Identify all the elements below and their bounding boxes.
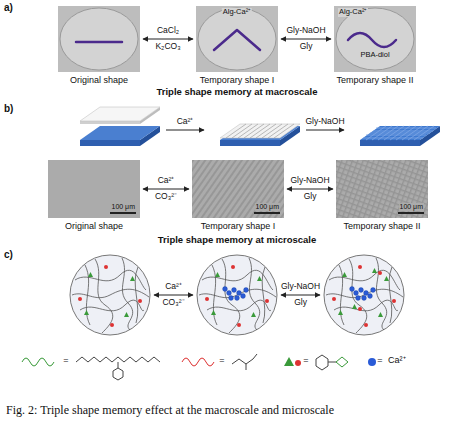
- process-arrow: [281, 39, 331, 40]
- process-arrow: [143, 189, 189, 190]
- structure-key: [22, 354, 348, 380]
- shape-caption: Original shape: [65, 221, 123, 231]
- equals-sign: =: [377, 355, 382, 365]
- surface-schematic: [80, 107, 160, 146]
- network-schematic: [197, 255, 277, 335]
- micrograph-panel: Temporary shape II100 μm: [336, 160, 428, 218]
- equals-sign: =: [219, 355, 224, 365]
- petri-dish-photo: [58, 6, 140, 72]
- equals-sign: =: [303, 355, 308, 365]
- reagent-label: Gly-NaOH: [289, 176, 330, 186]
- reagent-label: Gly-NaOH: [285, 26, 326, 36]
- scale-bar-label: 100 μm: [399, 203, 425, 211]
- legend-text: Ca²⁺: [388, 355, 406, 365]
- micrograph-panel: Original shape100 μm: [48, 160, 140, 218]
- process-arrow: [154, 295, 320, 296]
- reagent-label: Gly-NaOH: [305, 117, 344, 127]
- surface-schematic: [360, 126, 440, 146]
- scale-bar-label: 100 μm: [111, 203, 137, 211]
- process-arrow: [166, 130, 344, 131]
- reagent-label: Gly: [300, 42, 313, 52]
- panel-subtitle: Triple shape memory at microscale: [158, 235, 316, 246]
- reagent-label: Ca²⁺: [165, 282, 182, 292]
- reagent-label: Ca²⁺: [177, 117, 194, 127]
- reagent-label: Ca²⁺: [157, 176, 176, 186]
- micrograph-panel: Temporary shape I100 μm: [192, 160, 284, 218]
- network-schematic: [70, 255, 150, 335]
- reagent-label: Gly-NaOH: [281, 282, 320, 292]
- panel-subtitle: Triple shape memory at macroscale: [156, 87, 317, 98]
- surface-schematic: [220, 124, 300, 146]
- reagent-label: CO₃²⁻: [155, 192, 177, 202]
- shape-caption: Temporary shape II: [336, 75, 413, 85]
- photo-panel: Temporary shape IAlg-Ca²⁺: [196, 6, 278, 72]
- reagent-label: CO₃²⁻: [162, 298, 184, 308]
- reagent-label: CaCl₂: [156, 26, 180, 36]
- photo-panel: Original shape: [58, 6, 140, 72]
- panel-letter: c): [4, 249, 13, 261]
- panel-letter: a): [4, 2, 13, 14]
- reagent-label: Gly: [294, 298, 307, 308]
- shape-caption: Temporary shape II: [343, 221, 420, 231]
- equals-sign: =: [63, 355, 68, 365]
- photo-panel: Temporary shape IIAlg-Ca²⁺PBA-diol: [334, 6, 416, 72]
- reagent-label: Gly: [304, 192, 317, 202]
- shape-caption: Temporary shape I: [200, 75, 275, 85]
- process-arrow: [287, 189, 333, 190]
- inner-label: PBA-diol: [359, 51, 390, 60]
- legend-swatch: [368, 358, 376, 366]
- inner-label: Alg-Ca²⁺: [338, 8, 368, 17]
- shape-caption: Temporary shape I: [201, 221, 276, 231]
- panel-letter: b): [4, 103, 13, 115]
- process-arrow: [143, 39, 193, 40]
- reagent-label: K₂CO₃: [155, 42, 180, 52]
- scale-bar-label: 100 μm: [255, 203, 281, 211]
- shape-caption: Original shape: [70, 75, 128, 85]
- inner-label: Alg-Ca²⁺: [222, 8, 252, 17]
- figure-caption: Fig. 2: Triple shape memory effect at th…: [6, 404, 334, 418]
- network-schematic: [324, 255, 404, 335]
